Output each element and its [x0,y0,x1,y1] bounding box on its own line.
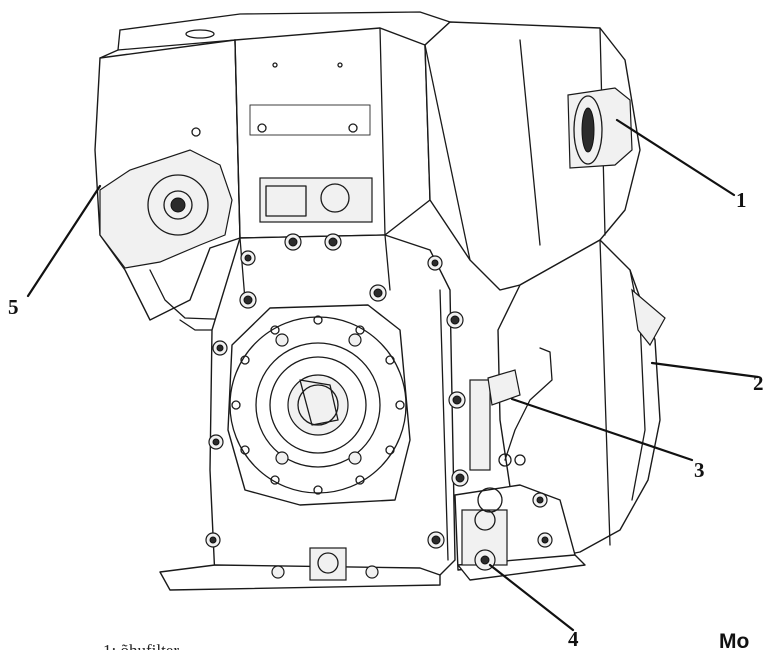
air-filter-box [424,21,641,291]
flange-holes [231,315,405,495]
leader-line-5 [26,184,102,298]
left-fan-housing [94,39,243,331]
callout-3: 3 [694,458,705,482]
callout-4: 4 [568,627,579,650]
leader-line-2 [650,361,760,379]
callout-1: 1 [736,188,747,212]
speed-control-lever [469,347,553,471]
callout-5: 5 [8,295,19,319]
output-flange [227,304,411,506]
oil-drain-fitting [461,487,508,571]
leader-line-1 [615,118,736,197]
flywheel-cover [497,239,666,561]
cylinder-head-block [117,11,451,239]
leader-line-4 [488,563,575,632]
callout-2: 2 [753,371,764,395]
model-label: Mo [719,630,749,650]
crankcase [159,233,586,591]
legend-item-1: 1: õhufilter [103,641,179,650]
leader-line-3 [510,397,694,462]
bolt-group-top [205,233,469,549]
